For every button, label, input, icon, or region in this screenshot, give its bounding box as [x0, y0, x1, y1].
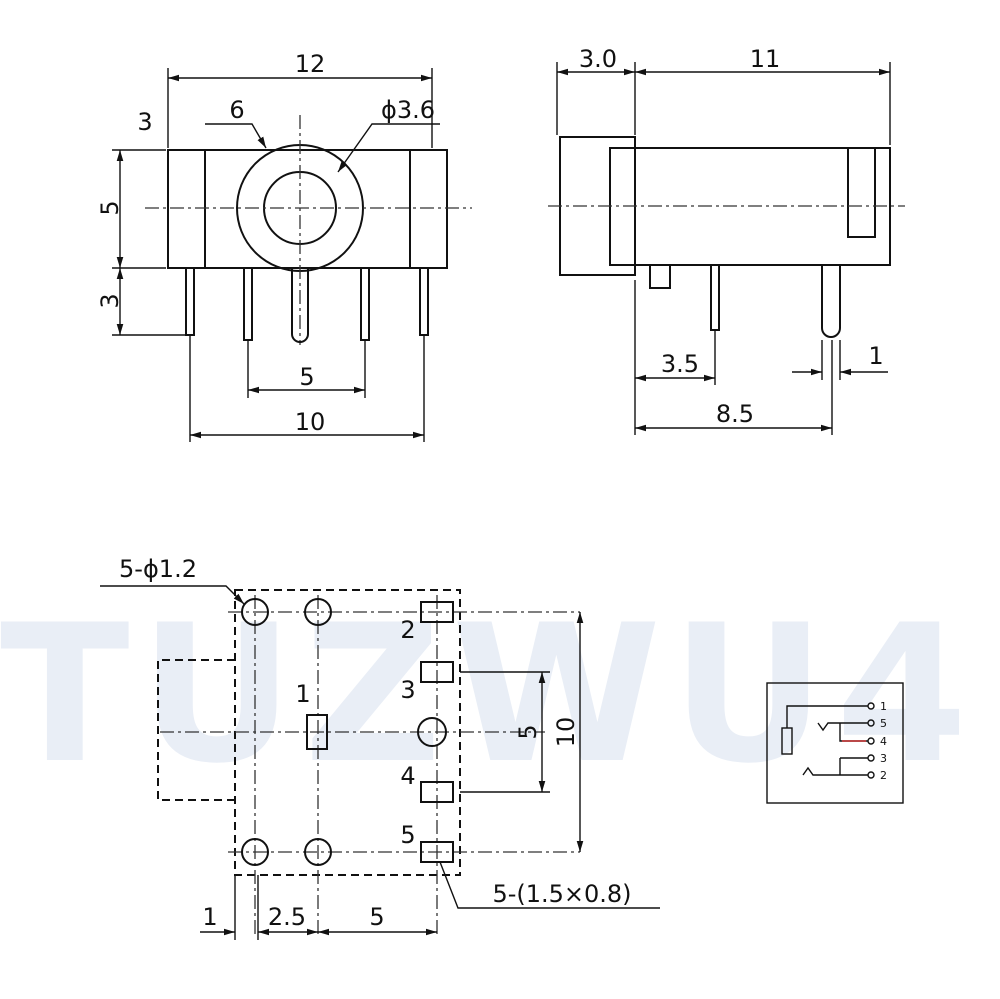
dim-pitch-inner: 5	[299, 363, 314, 391]
dim-ring: 6	[229, 96, 244, 124]
watermark: TUZWU4	[0, 584, 978, 805]
dim-height: 5	[96, 200, 124, 215]
dim-pin-b: 8.5	[716, 400, 754, 428]
schematic-pin-3: 3	[880, 752, 887, 765]
pad-label-3: 3	[400, 676, 415, 704]
pad-label-5: 5	[400, 821, 415, 849]
dim-col2: 5	[369, 903, 384, 931]
dim-span-outer: 10	[552, 717, 580, 748]
front-view: 12 3 6 ϕ3.6 5 3 5 10	[96, 50, 472, 442]
pad-label-1: 1	[295, 680, 310, 708]
pad-label-4: 4	[400, 762, 415, 790]
pad-label-2: 2	[400, 616, 415, 644]
schematic-pin-1: 1	[880, 700, 887, 713]
dim-col1: 2.5	[268, 903, 306, 931]
schematic-pin-5: 5	[880, 717, 887, 730]
dim-pitch-outer: 10	[295, 408, 326, 436]
pads-spec: 5-(1.5×0.8)	[492, 880, 631, 908]
dim-edge: 1	[202, 903, 217, 931]
dim-flange: 3.0	[579, 45, 617, 73]
dim-span-inner: 5	[514, 724, 542, 739]
schematic-symbol: 1 5 4 3 2	[766, 682, 904, 804]
dim-pin-offset: 3	[137, 108, 152, 136]
dim-pin-length: 3	[96, 293, 124, 308]
holes-spec: 5-ϕ1.2	[119, 555, 197, 583]
dim-bore: ϕ3.6	[381, 96, 435, 124]
schematic-pin-2: 2	[880, 769, 887, 782]
schematic-pin-4: 4	[880, 735, 887, 748]
dim-pin-dia: 1	[868, 342, 883, 370]
side-view: 3.0 11 3.5 1 8.5	[548, 45, 905, 435]
dim-width: 12	[295, 50, 326, 78]
footprint-view: 5-ϕ1.2 1 2 3 4 5 5 10 5-(1.5×0.8) 1 2.5 …	[100, 555, 660, 940]
dim-length: 11	[750, 45, 781, 73]
dim-pin-a: 3.5	[661, 350, 699, 378]
